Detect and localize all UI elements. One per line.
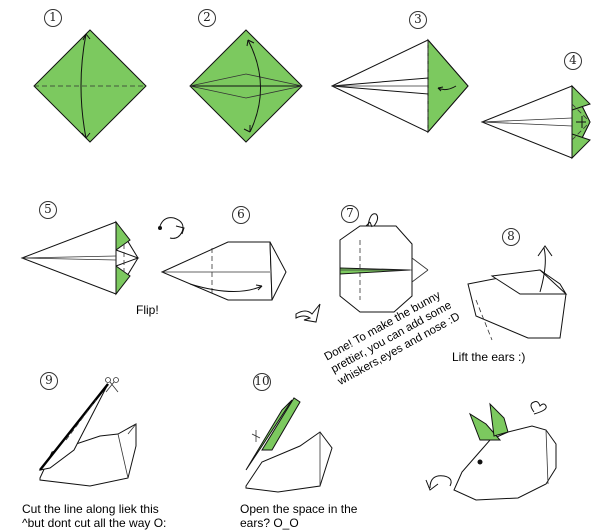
step6-figure [160,241,287,301]
step4-figure [480,84,591,160]
step10-figure [245,397,333,493]
step-number: 2 [198,9,216,27]
curved-arrow-icon [425,475,452,491]
step1-figure [33,29,147,143]
step-number: 1 [44,9,62,27]
lift-ears-label: Lift the ears :) [452,350,526,364]
step3-figure [330,38,469,134]
scissors-icon [105,377,119,393]
curved-arrow-icon [295,303,321,323]
step-number: 6 [232,206,250,224]
open-instruction-line1: Open the space in the [240,502,358,516]
step-number: 9 [40,372,58,390]
step7-figure [339,213,429,313]
cut-instruction-line1: Cut the line along liek this [22,502,159,516]
step-number: 3 [409,11,427,29]
flip-label: Flip! [136,303,159,317]
cut-instruction-line2: ^but dont cut all the way O: [22,516,167,530]
final-bunny [453,402,557,501]
open-instruction-line2: ears? O_O [240,516,299,530]
heart-icon [530,401,547,415]
step-number: 8 [502,228,520,246]
step8-figure [467,245,568,341]
step-number: 5 [39,201,57,219]
flip-arrow-icon [158,217,185,239]
step9-figure [38,383,137,487]
step2-figure [189,29,303,143]
step-number: 7 [341,205,359,223]
step5-figure [20,220,140,296]
step-number: 4 [564,52,582,70]
step-number: 10 [253,373,271,391]
